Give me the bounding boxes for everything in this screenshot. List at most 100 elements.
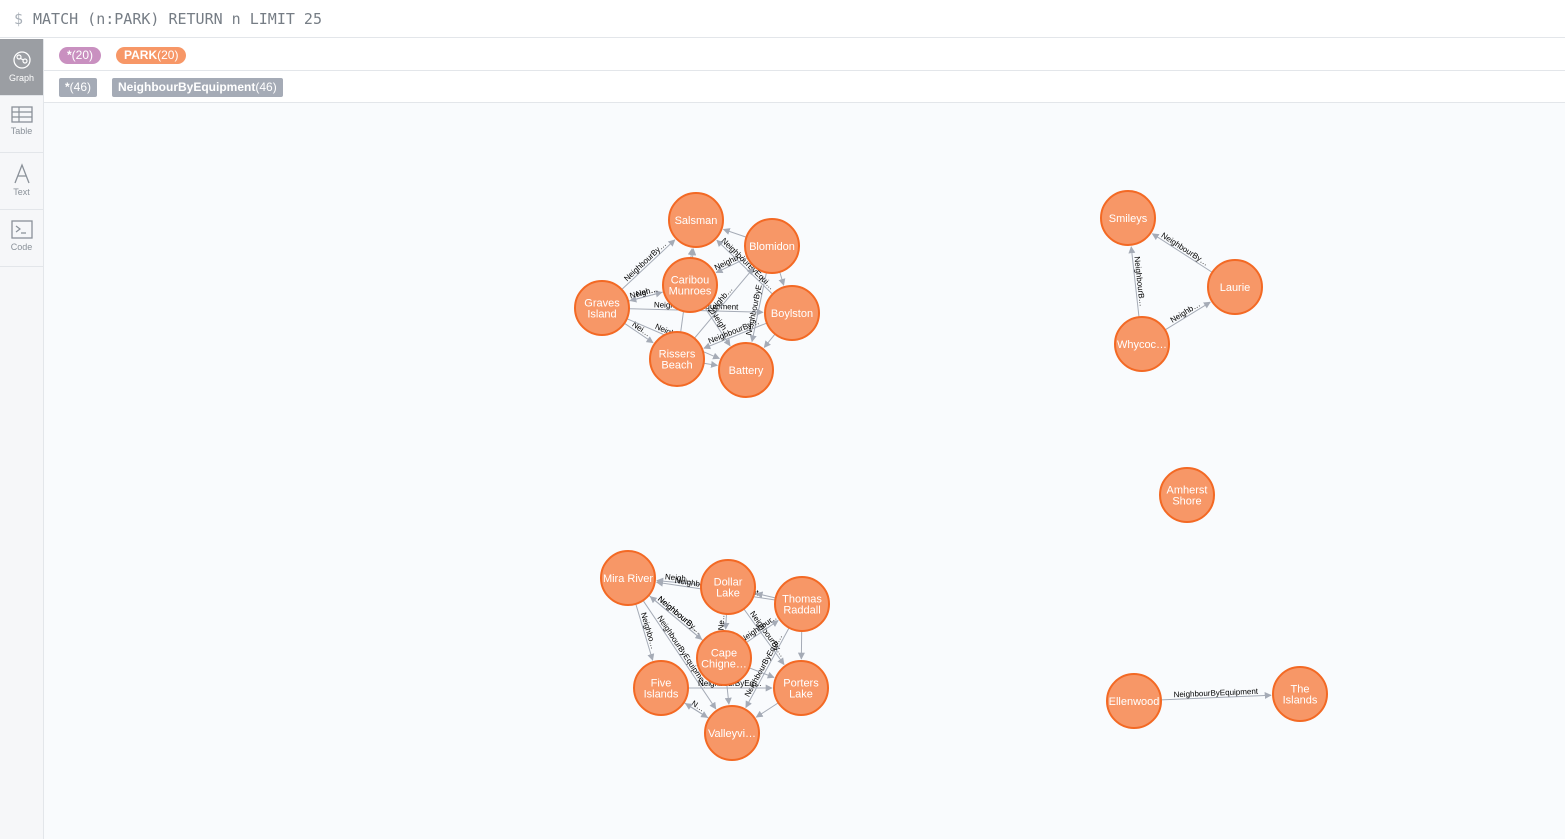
- node-valley[interactable]: Valleyvi…: [704, 705, 760, 761]
- relationship-edge[interactable]: NeighbourBy…: [703, 317, 768, 350]
- relationship-edge[interactable]: NeighbourByEquipment: [1160, 687, 1272, 701]
- relationship-edge[interactable]: [703, 360, 719, 368]
- relationship-line[interactable]: [703, 360, 719, 368]
- node-circle[interactable]: [696, 630, 752, 686]
- relationship-edge[interactable]: Neigh…: [656, 572, 702, 586]
- node-circle[interactable]: [700, 559, 756, 615]
- relationship-edge[interactable]: Neigh…: [627, 284, 663, 302]
- relationship-line[interactable]: [748, 667, 775, 679]
- relationship-line[interactable]: [703, 322, 768, 350]
- relationship-line[interactable]: [1164, 301, 1211, 331]
- query-text[interactable]: MATCH (n:PARK) RETURN n LIMIT 25: [33, 10, 322, 28]
- relationship-line[interactable]: [624, 322, 654, 344]
- relationship-line[interactable]: [755, 591, 776, 599]
- relationship-edge[interactable]: [684, 703, 710, 719]
- relationship-line[interactable]: [715, 257, 748, 273]
- node-circle[interactable]: [773, 660, 829, 716]
- relationship-line[interactable]: [689, 248, 697, 259]
- node-smileys[interactable]: Smileys: [1100, 190, 1156, 246]
- relationship-line[interactable]: [1128, 246, 1140, 318]
- relationship-edge[interactable]: [722, 228, 747, 238]
- relationship-line[interactable]: [635, 603, 655, 661]
- view-tab-code[interactable]: Code: [0, 210, 43, 267]
- relationship-edge[interactable]: [778, 271, 786, 286]
- relationship-line[interactable]: [722, 228, 747, 238]
- relationship-edge[interactable]: [689, 248, 697, 259]
- view-tab-text[interactable]: Text: [0, 153, 43, 210]
- relationship-line[interactable]: [778, 271, 786, 286]
- relationship-line[interactable]: [749, 272, 767, 343]
- relationship-line[interactable]: [627, 290, 663, 302]
- relationship-line[interactable]: [745, 627, 790, 709]
- relationship-line[interactable]: [656, 577, 702, 586]
- node-circle[interactable]: [1207, 259, 1263, 315]
- node-mira[interactable]: Mira River: [600, 550, 656, 606]
- relationship-line[interactable]: [684, 703, 710, 719]
- relationship-line[interactable]: [693, 267, 754, 339]
- node-circle[interactable]: [1159, 467, 1215, 523]
- relationship-edge[interactable]: [748, 667, 775, 679]
- node-circle[interactable]: [600, 550, 656, 606]
- node-label-pill-all[interactable]: *(20): [59, 47, 102, 64]
- relationship-line[interactable]: [743, 608, 785, 666]
- relationship-line[interactable]: [642, 600, 717, 710]
- graph-svg[interactable]: NeighbourBy…Neighb…NeighbourByE…Nei…Neig…: [44, 103, 1565, 839]
- node-laurie[interactable]: Laurie: [1207, 259, 1263, 315]
- node-circle[interactable]: [1272, 666, 1328, 722]
- graph-canvas[interactable]: NeighbourBy…Neighb…NeighbourByE…Nei…Neig…: [44, 103, 1565, 839]
- view-tab-graph[interactable]: Graph: [0, 39, 43, 96]
- relationship-line[interactable]: [755, 702, 779, 718]
- node-label-pill-park[interactable]: PARK(20): [116, 47, 187, 64]
- relationship-line[interactable]: [1151, 233, 1213, 273]
- node-battery[interactable]: Battery: [718, 342, 774, 398]
- query-bar[interactable]: $ MATCH (n:PARK) RETURN n LIMIT 25: [0, 0, 1565, 38]
- node-blomidon[interactable]: Blomidon: [744, 218, 800, 274]
- node-ellenwood[interactable]: Ellenwood: [1106, 673, 1162, 729]
- node-whycoc[interactable]: Whycoc…: [1114, 316, 1170, 372]
- relationship-type-pill-all[interactable]: *(46): [59, 78, 98, 97]
- node-circle[interactable]: [662, 257, 718, 313]
- node-circle[interactable]: [704, 705, 760, 761]
- node-circle[interactable]: [649, 331, 705, 387]
- node-circle[interactable]: [718, 342, 774, 398]
- relationship-type-pill-neighbourbyequipment[interactable]: NeighbourByEquipment(46): [112, 78, 283, 97]
- node-circle[interactable]: [668, 192, 724, 248]
- relationship-edge[interactable]: Neighbo…: [635, 603, 659, 661]
- node-boylston[interactable]: Boylston: [764, 285, 820, 341]
- node-circle[interactable]: [574, 280, 630, 336]
- relationship-edge[interactable]: [755, 591, 776, 599]
- node-circle[interactable]: [774, 576, 830, 632]
- relationship-line[interactable]: [1160, 691, 1272, 701]
- relationship-line[interactable]: [621, 239, 676, 290]
- relationship-line[interactable]: [716, 239, 773, 295]
- relationship-edge[interactable]: Neighb…: [1164, 300, 1211, 331]
- node-circle[interactable]: [744, 218, 800, 274]
- node-cape[interactable]: CapeChigne…: [696, 630, 752, 686]
- node-circle[interactable]: [633, 660, 689, 716]
- relationship-line[interactable]: [649, 596, 704, 642]
- relationship-edge[interactable]: Ne…: [717, 612, 730, 631]
- relationship-line[interactable]: [722, 613, 730, 630]
- node-circle[interactable]: [1100, 190, 1156, 246]
- node-salsman[interactable]: Salsman: [668, 192, 724, 248]
- relationship-line[interactable]: [745, 620, 779, 644]
- relationship-edge[interactable]: NeighbourB…: [1128, 246, 1147, 318]
- relationship-label: NeighbourB…: [1132, 256, 1146, 307]
- relationship-line[interactable]: [763, 333, 776, 348]
- view-tab-table[interactable]: Table: [0, 96, 43, 153]
- node-circle[interactable]: [764, 285, 820, 341]
- node-circle[interactable]: [1114, 316, 1170, 372]
- node-circle[interactable]: [1106, 673, 1162, 729]
- relationship-edge[interactable]: [763, 333, 776, 348]
- relationship-edge[interactable]: [755, 702, 779, 718]
- relationship-edge[interactable]: NeighbourBy…: [1151, 231, 1213, 273]
